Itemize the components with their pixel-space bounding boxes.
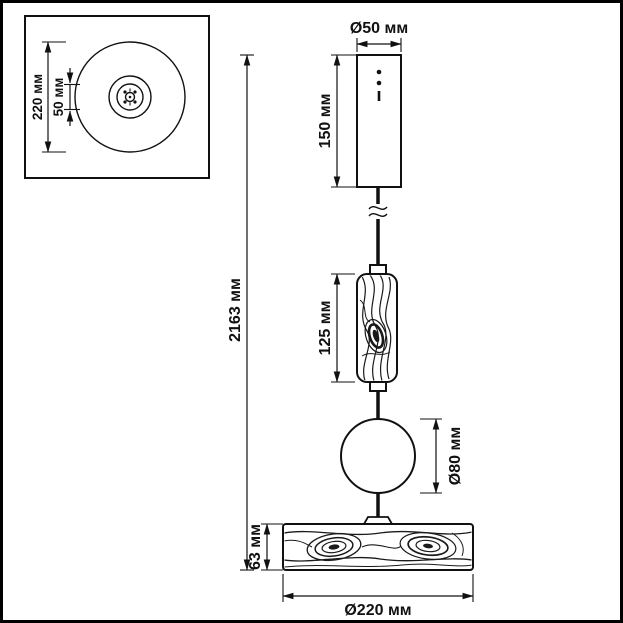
top-disc-diameter-label: 220 мм [30, 74, 45, 120]
canopy-body [356, 54, 402, 188]
dim-top-hub-diameter: 50 мм [51, 68, 80, 126]
disc-mount-cap [362, 516, 394, 525]
base-disc [282, 523, 474, 571]
top-view-sphere-circle [108, 75, 152, 119]
top-hub-diameter-label: 50 мм [51, 78, 66, 117]
rod-break-symbol [368, 206, 388, 217]
top-view-hub-circle [116, 83, 144, 111]
dim-top-disc-diameter: 220 мм [30, 41, 66, 153]
canopy-cable-lock-detail [376, 69, 382, 101]
dim-disc-height: 63 мм [247, 523, 283, 571]
top-view-disc-circle [74, 41, 186, 153]
glass-height-label: 125 мм [317, 301, 334, 356]
canopy-height-label: 150 мм [317, 94, 334, 149]
dim-canopy-height: 150 мм [317, 54, 357, 188]
glass-top-cap [369, 264, 387, 275]
glass-bottom-cap [369, 381, 387, 392]
glass-element [356, 264, 398, 419]
dim-disc-diameter: Ø220 мм [282, 574, 474, 619]
disc-swirl-pattern [284, 530, 472, 568]
dim-canopy-diameter: Ø50 мм [350, 20, 408, 52]
top-view-center-detail [123, 88, 137, 106]
canopy-diameter-label: Ø50 мм [350, 20, 408, 37]
suspension-rod-upper [368, 187, 388, 265]
sphere-diameter-label: Ø80 мм [447, 427, 464, 485]
dim-sphere-diameter: Ø80 мм [420, 418, 464, 494]
disc-diameter-label: Ø220 мм [344, 602, 411, 619]
dim-glass-height: 125 мм [317, 273, 355, 383]
overall-height-label: 2163 мм [227, 278, 244, 342]
glass-swirl-pattern [359, 275, 392, 381]
disc-height-label: 63 мм [247, 524, 264, 570]
canopy-group [356, 54, 402, 188]
sphere-element [340, 418, 416, 494]
top-view-inset: 220 мм 50 мм [24, 15, 210, 179]
dim-overall-height: 2163 мм [227, 54, 254, 571]
